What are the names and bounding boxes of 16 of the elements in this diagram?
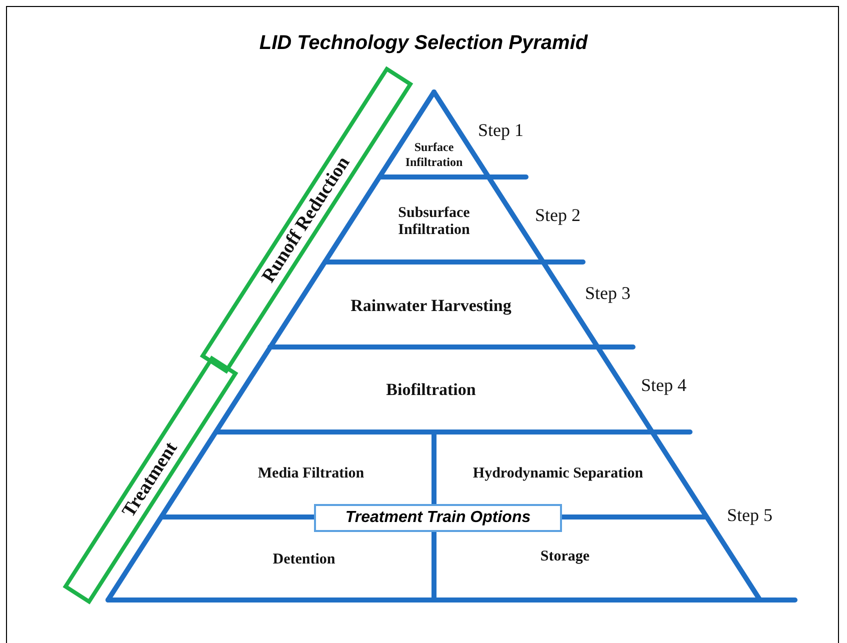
diagram-title: LID Technology Selection Pyramid	[258, 32, 589, 55]
step-label: Step 5	[727, 505, 773, 526]
tier-label: Media Filtration	[211, 466, 411, 482]
tier-label: Hydrodynamic Separation	[443, 466, 673, 482]
category-band	[62, 356, 238, 604]
tier-label: Biofiltration	[311, 380, 551, 400]
step-label: Step 1	[478, 120, 524, 141]
step-label: Step 4	[641, 375, 687, 396]
tier-label: Surface Infiltration	[389, 140, 479, 170]
step-label: Step 2	[535, 205, 581, 226]
tier-label: Rainwater Harvesting	[311, 296, 551, 316]
tier-label: Detention	[224, 552, 384, 568]
tier-label: Subsurface Infiltration	[364, 205, 504, 239]
option-box: Treatment Train Options	[314, 504, 562, 532]
step-label: Step 3	[585, 283, 631, 304]
tier-label: Storage	[485, 548, 645, 566]
